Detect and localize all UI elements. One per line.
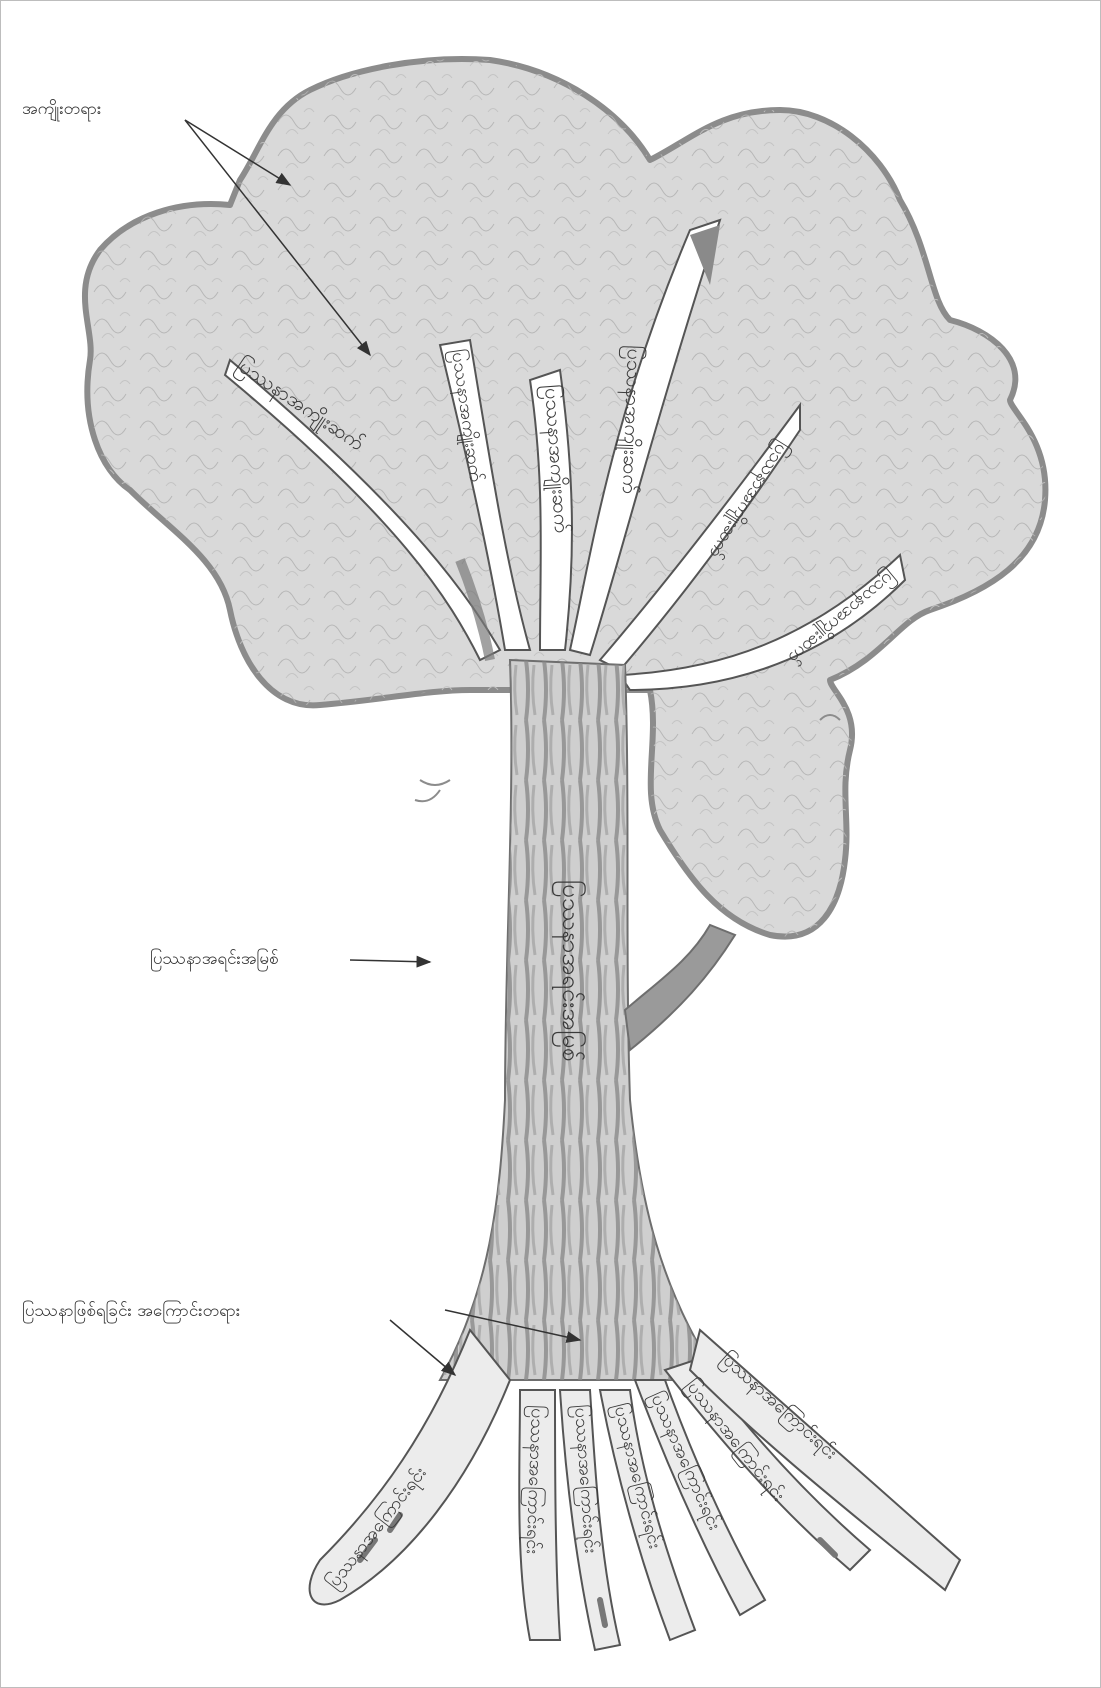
causes-label: ပြဿနာဖြစ်ရခြင်း အကြောင်းတရား [22, 1300, 240, 1325]
arrow-causes-1 [390, 1320, 455, 1375]
core-problem-label: ပြဿနာအရင်းအမြစ် [150, 948, 279, 973]
effects-label: အကျိုးတရား [22, 98, 101, 123]
trunk-text: ပြဿနာအရင်းအမြစ် [552, 880, 587, 1062]
side-branch [625, 925, 735, 1050]
arrow-core [350, 960, 430, 962]
